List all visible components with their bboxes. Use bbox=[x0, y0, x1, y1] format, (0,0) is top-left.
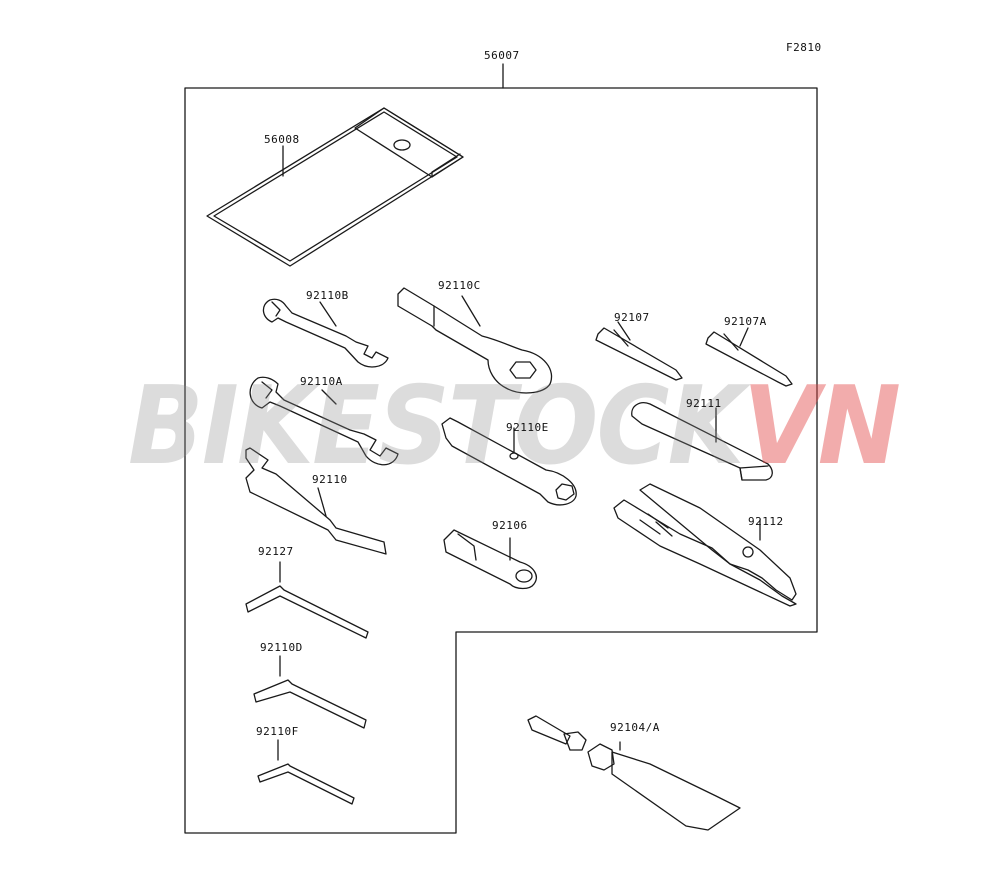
part-label-92110[interactable]: 92110 bbox=[312, 473, 348, 486]
part-label-92106[interactable]: 92106 bbox=[492, 519, 528, 532]
part-label-92110F[interactable]: 92110F bbox=[256, 725, 299, 738]
hex-key-large-drawing bbox=[245, 561, 369, 639]
part-label-92104-A[interactable]: 92104/A bbox=[610, 721, 660, 734]
grease-tube-drawing bbox=[527, 715, 741, 831]
hex-key-medium-drawing bbox=[253, 655, 367, 729]
hex-key-small-drawing bbox=[257, 739, 355, 805]
tool-bag-drawing bbox=[206, 107, 464, 267]
screwdriver-handle-drawing bbox=[631, 402, 773, 481]
assembly-frame bbox=[184, 87, 818, 834]
part-label-92127[interactable]: 92127 bbox=[258, 545, 294, 558]
screwdriver-bit-a-drawing bbox=[705, 327, 793, 387]
assembly-label: 56007 bbox=[484, 49, 520, 62]
figure-code: F2810 bbox=[786, 41, 822, 54]
watermark: BIKESTOCKVN bbox=[128, 372, 901, 482]
part-label-92110B[interactable]: 92110B bbox=[306, 289, 349, 302]
pliers-drawing bbox=[613, 483, 797, 607]
part-label-92107A[interactable]: 92107A bbox=[724, 315, 767, 328]
socket-wrench-drawing bbox=[441, 417, 577, 506]
part-label-92110E[interactable]: 92110E bbox=[506, 421, 549, 434]
part-label-92110D[interactable]: 92110D bbox=[260, 641, 303, 654]
wrench-large-drawing bbox=[249, 376, 399, 466]
part-label-92112[interactable]: 92112 bbox=[748, 515, 784, 528]
screwdriver-bit-drawing bbox=[595, 321, 683, 381]
part-label-92110A[interactable]: 92110A bbox=[300, 375, 343, 388]
part-label-56008[interactable]: 56008 bbox=[264, 133, 300, 146]
box-wrench-drawing bbox=[397, 287, 553, 394]
part-label-92110C[interactable]: 92110C bbox=[438, 279, 481, 292]
watermark-accent: VN bbox=[742, 364, 901, 489]
spark-plug-socket-drawing bbox=[443, 529, 537, 590]
wrench-small-drawing bbox=[262, 298, 389, 368]
part-label-92107[interactable]: 92107 bbox=[614, 311, 650, 324]
watermark-main: BIKESTOCK bbox=[128, 364, 745, 489]
part-label-92111[interactable]: 92111 bbox=[686, 397, 722, 410]
hook-spanner-drawing bbox=[245, 447, 387, 555]
